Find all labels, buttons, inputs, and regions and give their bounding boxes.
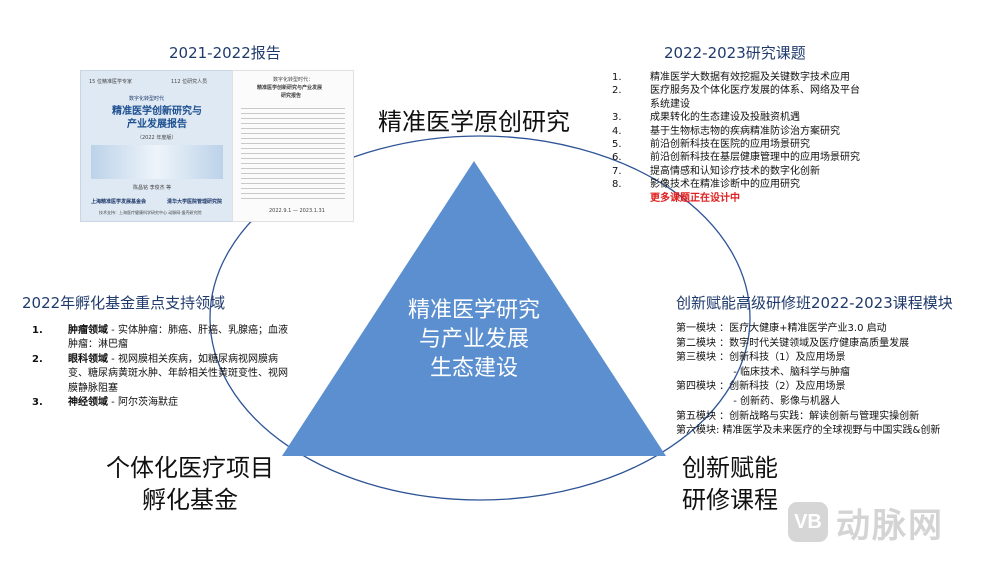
label-line: 孵化基金 [142,486,238,514]
center-text: 精准医学研究 与产业发展 生态建设 [374,296,574,383]
fund-list: 1. 肿瘤领域 - 实体肿瘤：肺癌、肝癌、乳腺癌；血液肿瘤：淋巴瘤 2. 眼科领… [32,324,288,410]
list-item: 3. 神经领域 - 阿尔茨海默症 [32,397,178,409]
label-line: 个体化医疗项目 [106,454,274,482]
page-head2: 精准医学创新研究与产业发展 [257,85,323,91]
page-head3: 研究报告 [281,93,302,99]
cover-org1: 上海精准医学发展基金会 [91,199,147,205]
cover-title: 精准医学创新研究与 产业发展报告 [81,105,233,131]
course-line: 第四模块 ：创新科技（2）及应用场景 [676,381,846,393]
list-item: 2.医疗服务及个体化医疗发展的体系、网络及平台 [612,85,860,97]
label-incubation-fund: 个体化医疗项目 孵化基金 [100,452,280,516]
list-item: 4.基于生物标志物的疾病精准防诊治方案研究 [612,125,840,137]
cycle-circle [209,135,751,501]
course-line: - 临床技术、脑科学与肿瘤 [676,366,851,378]
cover-series: 数字化转型时代 [129,96,165,102]
research-title: 2022-2023研究课题 [664,44,806,62]
cover-top-left: 15 位精准医学专家 [89,79,132,85]
list-item: 6.前沿创新科技在基层健康管理中的应用场景研究 [612,152,860,164]
cover-footer: 技术支持：上海医疗健康科学研究中心 动脉网·蛋壳研究院 [99,210,202,215]
list-item: 7.提高情感和认知诊疗技术的数字化创新 [612,165,820,177]
center-line: 生态建设 [429,356,518,381]
list-item: 1. 肿瘤领域 - 实体肿瘤：肺癌、肝癌、乳腺癌；血液肿瘤：淋巴瘤 [32,325,288,351]
list-item: 5.前沿创新科技在医院的应用场景研究 [612,139,810,151]
cover-authors: 陈昌铭 李俊杰 等 [133,185,172,191]
course-list: 第一模块 ：医疗大健康+精准医学产业3.0 启动 第二模块 ：数字时代关键领域及… [676,322,986,439]
list-item: 8.影像技术在精准诊断中的应用研究 [612,179,800,191]
center-triangle [282,161,666,456]
report-page-image: 数字化转型时代： 精准医学创新研究与产业发展 研究报告 2022.9.1 — 2… [232,70,354,222]
research-list: 1.精准医学大数据有效挖掘及关键数字技术应用 2.医疗服务及个体化医疗发展的体系… [612,71,912,205]
page-head1: 数字化转型时代： [273,77,314,83]
cover-org2: 清华大学医院管理研究院 [167,199,223,205]
report-cover-image: 15 位精准医学专家 112 位研究人员 数字化转型时代 精准医学创新研究与 产… [80,70,234,222]
course-title: 创新赋能高级研修班2022-2023课程模块 [676,294,953,312]
cover-title-line: 精准医学创新研究与 [112,106,202,117]
fund-title: 2022年孵化基金重点支持领域 [22,294,226,312]
label-line: 创新赋能 [682,454,778,482]
list-item: 系统建设 [650,98,690,110]
course-line: 第五模块 ：创新战略与实践：解读创新与管理实操创新 [676,410,920,422]
list-item: 3.成果转化的生态建设及投融资机遇 [612,112,800,124]
center-line: 精准医学研究 [407,298,540,323]
label-training-course: 创新赋能 研修课程 [682,452,778,516]
label-original-research: 精准医学原创研究 [378,108,570,136]
label-line: 研修课程 [682,486,778,514]
cover-top-right: 112 位研究人员 [171,79,208,85]
page-text-lines [241,104,345,202]
more-topics-note: 更多课题正在设计中 [650,192,740,204]
course-line: 第三模块 ：创新科技（1）及应用场景 [676,352,846,364]
course-line: 第六模块: 精准医学及未来医疗的全球视野与中国实践&创新 [676,425,941,437]
cover-title-line: 产业发展报告 [127,119,187,130]
list-item: 1.精准医学大数据有效挖掘及关键数字技术应用 [612,72,850,83]
center-line: 与产业发展 [418,327,529,352]
watermark: VB 动脉网 [788,500,944,546]
report-title: 2021-2022报告 [169,44,281,62]
cover-graphic [91,145,223,179]
watermark-logo-icon: VB [788,502,828,542]
course-line: - 创新药、影像与机器人 [676,395,841,407]
course-line: 第一模块 ：医疗大健康+精准医学产业3.0 启动 [676,323,887,334]
watermark-text: 动脉网 [836,505,944,546]
course-line: 第二模块 ：数字时代关键领域及医疗健康高质量发展 [676,337,910,349]
list-item: 2. 眼科领域 - 视网膜相关疾病，如糖尿病视网膜病变、糖尿病黄斑水肿、年龄相关… [32,353,288,394]
page-date: 2022.9.1 — 2023.1.31 [269,208,325,214]
cover-edition: （2022 年度版） [137,135,177,141]
